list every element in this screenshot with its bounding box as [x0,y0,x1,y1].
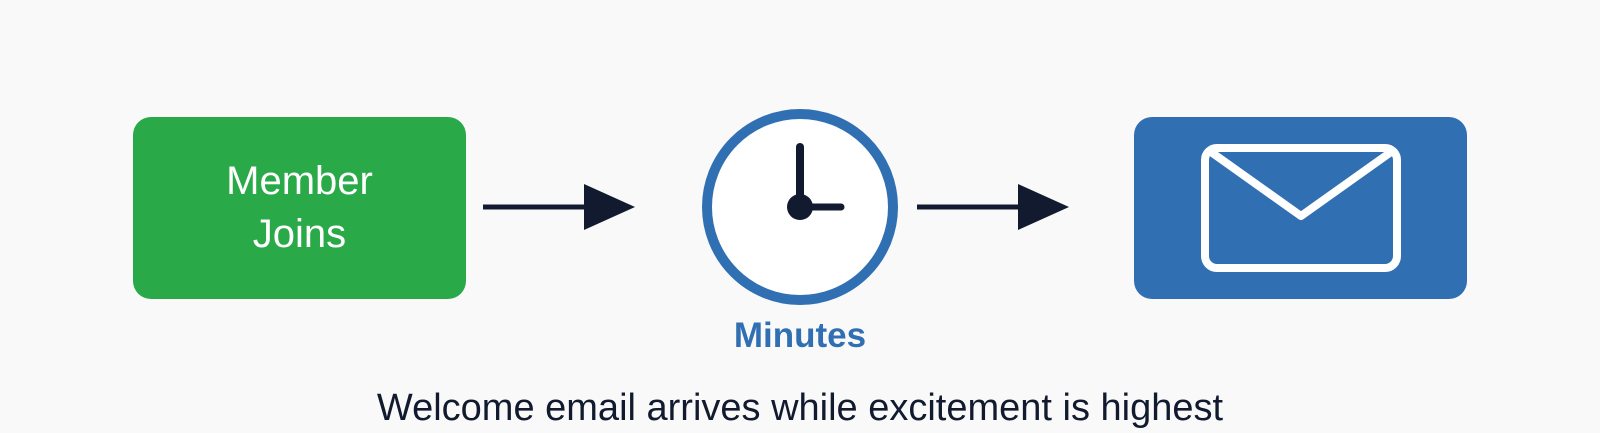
right-arrow-icon [917,184,1069,230]
member-joins-label: Member Joins [226,159,373,256]
right-arrow-icon [483,184,635,230]
clock-center [787,194,813,220]
member-joins-box: Member Joins [133,117,466,299]
envelope-flap [1208,148,1393,220]
email-box [1134,117,1467,299]
clock-icon [702,109,898,305]
arrow-head [1018,184,1069,230]
clock-caption: Minutes [733,316,867,355]
envelope-body [1200,144,1401,272]
envelope-icon [1200,144,1401,272]
diagram-caption: Welcome email arrives while excitement i… [376,387,1224,429]
arrow-head [584,184,635,230]
